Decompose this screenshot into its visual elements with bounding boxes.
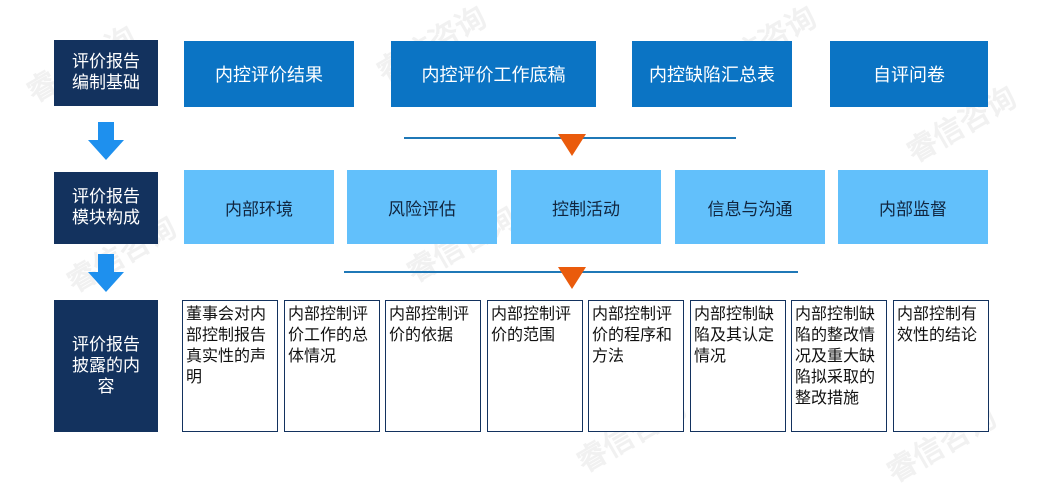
content-item: 内部控制缺陷及其认定情况: [690, 300, 786, 432]
content-item: 内部控制有效性的结论: [893, 300, 989, 432]
down-arrow-icon: [88, 122, 124, 160]
down-triangle-icon: [558, 134, 586, 156]
content-item: 内部控制缺陷的整改情况及重大缺陷拟采取的整改措施: [791, 300, 887, 432]
row-label-basis: 评价报告 编制基础: [54, 40, 158, 106]
basis-item: 内控评价结果: [184, 41, 354, 107]
content-item: 内部控制评价的范围: [487, 300, 583, 432]
module-item: 信息与沟通: [675, 170, 825, 244]
module-item: 控制活动: [511, 170, 661, 244]
module-item: 内部环境: [184, 170, 334, 244]
content-item: 内部控制评价的程序和方法: [588, 300, 684, 432]
module-item: 内部监督: [838, 170, 988, 244]
row-label-contents: 评价报告 披露的内 容: [54, 300, 158, 432]
basis-item: 自评问卷: [830, 41, 988, 107]
module-item: 风险评估: [347, 170, 497, 244]
content-item: 内部控制评价的依据: [385, 300, 481, 432]
basis-item: 内控缺陷汇总表: [632, 41, 792, 107]
content-item: 董事会对内部控制报告真实性的声明: [182, 300, 278, 432]
down-arrow-icon: [88, 254, 124, 292]
row-label-modules: 评价报告 模块构成: [54, 172, 158, 244]
content-item: 内部控制评价工作的总体情况: [284, 300, 380, 432]
basis-item: 内控评价工作底稿: [391, 41, 596, 107]
down-triangle-icon: [558, 267, 586, 289]
